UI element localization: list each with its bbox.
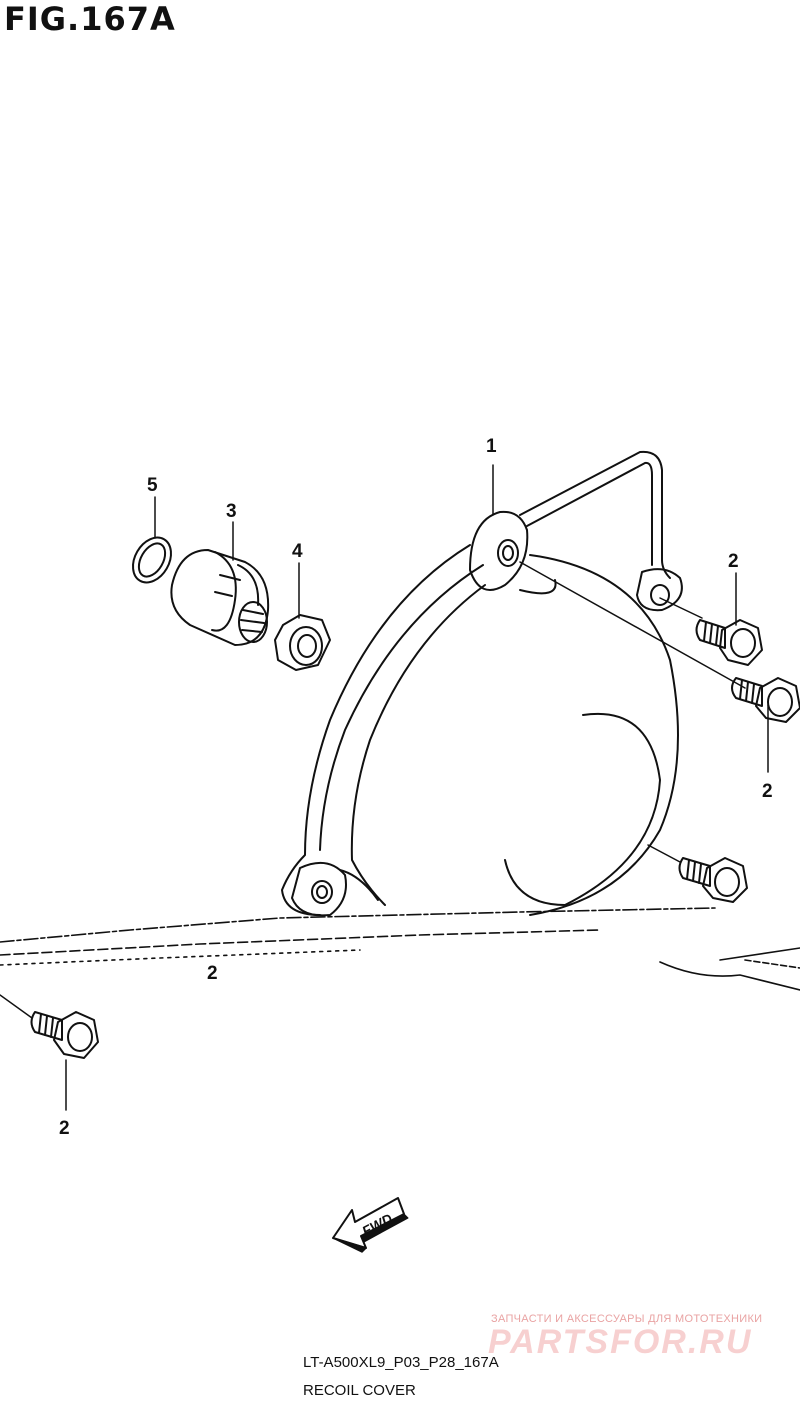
callout-3: 3: [226, 501, 237, 522]
watermark-brand: PARTSFOR.RU: [488, 1323, 753, 1361]
footer-section-name: RECOIL COVER: [303, 1382, 416, 1399]
nut-part[interactable]: [274, 614, 331, 671]
footer-model-code: LT-A500XL9_P03_P28_167A: [303, 1354, 499, 1371]
figure-title: FIG.167A: [4, 0, 176, 38]
recoil-cover-part[interactable]: [281, 450, 683, 917]
fwd-arrow-icon: FWD: [332, 1197, 409, 1253]
bolt-part-lower-left[interactable]: [30, 1011, 99, 1059]
bushing-part[interactable]: [170, 549, 270, 646]
callout-2-upper-right: 2: [728, 551, 739, 572]
callout-2-center: 2: [207, 963, 218, 984]
callout-2-lower-left: 2: [59, 1118, 70, 1139]
cover-lower-edge: [0, 907, 800, 991]
bolt-part-upper-right[interactable]: [695, 619, 763, 666]
callout-4: 4: [292, 541, 303, 562]
callout-5: 5: [147, 475, 158, 496]
o-ring-part[interactable]: [125, 531, 178, 590]
leader-lines: [0, 464, 769, 1111]
callout-1: 1: [486, 436, 497, 457]
watermark-tagline: ЗАПЧАСТИ И АКСЕССУАРЫ ДЛЯ МОТОТЕХНИКИ: [491, 1313, 763, 1325]
bolt-part-center[interactable]: [678, 857, 748, 903]
bolt-part-right[interactable]: [731, 677, 800, 723]
callout-2-right: 2: [762, 781, 773, 802]
